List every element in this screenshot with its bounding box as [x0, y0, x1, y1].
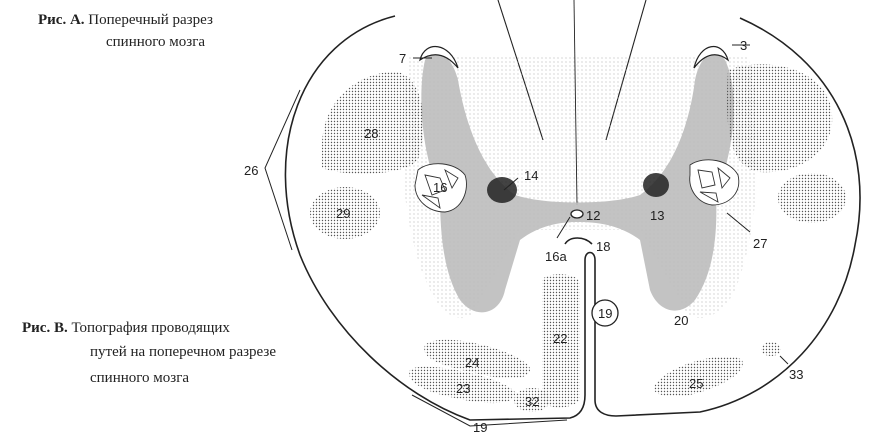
label-14: 14 [524, 168, 538, 183]
label-24: 24 [465, 355, 479, 370]
tract-33 [761, 342, 781, 356]
label-27: 27 [753, 236, 767, 251]
label-28: 28 [364, 126, 378, 141]
label-29: 29 [336, 206, 350, 221]
tract-28-right [727, 64, 832, 172]
label-16a: 16a [545, 249, 567, 264]
label-20: 20 [674, 313, 688, 328]
label-16: 16 [433, 180, 447, 195]
label-32: 32 [525, 394, 539, 409]
label-26: 26 [244, 163, 258, 178]
label-33: 33 [789, 367, 803, 382]
label-25: 25 [689, 376, 703, 391]
label-19-circle-text: 19 [598, 306, 612, 321]
nucleus-right [643, 173, 669, 197]
label-7: 7 [399, 51, 406, 66]
tract-29-right [778, 173, 846, 223]
label-12: 12 [586, 208, 600, 223]
label-18: 18 [596, 239, 610, 254]
ventral-fissure-top [565, 238, 592, 244]
tract-28 [322, 72, 423, 174]
label-13: 13 [650, 208, 664, 223]
label-22: 22 [553, 331, 567, 346]
label-19-bottom: 19 [473, 420, 487, 435]
label-23: 23 [456, 381, 470, 396]
nucleus-left [487, 177, 517, 203]
central-canal [571, 210, 583, 218]
label-3: 3 [740, 38, 747, 53]
